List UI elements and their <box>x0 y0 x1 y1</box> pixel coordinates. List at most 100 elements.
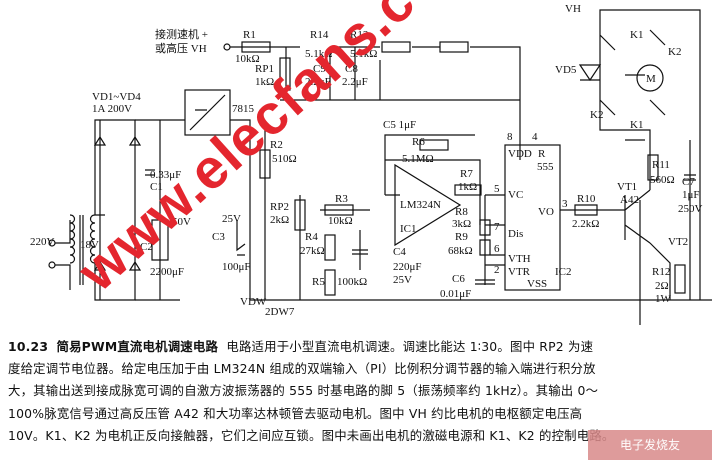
input-label-2: 或高压 VH <box>155 41 207 55</box>
c7-value: 1μF <box>682 189 700 201</box>
dis-pin: Dis <box>508 228 523 240</box>
vdw-value: 2DW7 <box>265 306 295 318</box>
c2-label: C2 <box>140 241 153 253</box>
vt1-value: A42 <box>620 194 639 206</box>
caption: 10.23 简易PWM直流电机调速电路 电路适用于小型直流电机调速。调速比能达 … <box>8 336 708 447</box>
vtr-pin: VTR <box>508 266 531 278</box>
r10-value: 2.2kΩ <box>572 218 599 230</box>
c5-label: C5 1μF <box>383 119 416 131</box>
r1-label: R1 <box>243 29 256 41</box>
c4-value: 220μF <box>393 261 422 273</box>
ic2-label: IC2 <box>555 266 572 278</box>
ac-input-label: 220V <box>30 236 55 248</box>
opamp-label: LM324N <box>400 199 441 211</box>
reset-pin: R <box>538 148 546 160</box>
secondary-voltage-label: 18V <box>80 239 99 251</box>
r14-label: R14 <box>310 29 329 41</box>
circuit-schematic: VH K1 K2 VD5 M K2 K1 接测速机 + 或高压 VH R1 10… <box>30 3 712 325</box>
c6-value: 0.01μF <box>440 288 471 300</box>
r13-value: 5.1kΩ <box>350 48 377 60</box>
c3-voltage: 25V <box>222 213 241 225</box>
vd14-label: VD1~VD4 <box>92 91 141 103</box>
k2-label-2: K2 <box>590 109 603 121</box>
ic555-label: 555 <box>537 161 554 173</box>
vt1-label: VT1 <box>617 181 637 193</box>
r4-value: 27kΩ <box>300 245 325 257</box>
component-labels: VH K1 K2 VD5 M K2 K1 接测速机 + 或高压 VH R1 10… <box>30 3 703 318</box>
vd14-value: 1A 200V <box>92 103 132 115</box>
r9-label: R9 <box>455 231 468 243</box>
k2-label: K2 <box>668 46 681 58</box>
regulator-label: 7815 <box>232 103 255 115</box>
c3-value: 100μF <box>222 261 251 273</box>
r2-label: R2 <box>270 139 283 151</box>
r1-value: 10kΩ <box>235 53 260 65</box>
caption-text: 度给定调节电位器。给定电压加于由 LM324N 组成的双端输入（PI）比例积分调… <box>8 361 596 377</box>
c8-value: 2.2μF <box>342 76 368 88</box>
caption-number: 10.23 <box>8 339 49 354</box>
pin-4: 4 <box>532 131 538 143</box>
c4-voltage: 25V <box>393 274 412 286</box>
vdw-label: VDW <box>240 296 267 308</box>
c4-label: C4 <box>393 246 406 258</box>
r11-value: 560Ω <box>650 174 675 186</box>
r12-label: R12 <box>652 266 670 278</box>
r10-label: R10 <box>577 193 596 205</box>
r5-value: 100kΩ <box>337 276 367 288</box>
k1-label: K1 <box>630 29 643 41</box>
vss-pin: VSS <box>527 278 547 290</box>
r8-label: R8 <box>455 206 468 218</box>
rp2-label: RP2 <box>270 201 289 213</box>
c1-label: C1 <box>150 181 163 193</box>
op-amp-lm324n <box>394 163 462 247</box>
input-network <box>230 46 521 160</box>
pin-2: 2 <box>494 264 500 276</box>
caption-text: 100%脉宽信号通过高反压管 A42 和大功率达林顿管去驱动电机。图中 VH 约… <box>8 405 583 421</box>
vth-pin: VTH <box>508 253 531 265</box>
site-logo: 电子发烧友 <box>588 430 712 460</box>
r8-value: 3kΩ <box>452 218 471 230</box>
c7-voltage: 250V <box>678 203 703 215</box>
pin-6: 6 <box>494 243 500 255</box>
pin-7: 7 <box>494 221 500 233</box>
rp1-value: 1kΩ <box>255 76 274 88</box>
r6-value: 5.1MΩ <box>402 153 434 165</box>
r13-label: R13 <box>350 29 369 41</box>
ic-555 <box>504 144 561 291</box>
r12-power: 1W <box>655 293 672 305</box>
vd5-label: VD5 <box>555 64 577 76</box>
r9-value: 68kΩ <box>448 245 473 257</box>
power-supply <box>48 89 251 301</box>
c2-value: 2200μF <box>150 266 184 278</box>
r4-label: R4 <box>305 231 318 243</box>
input-label-1: 接测速机 + <box>155 27 208 41</box>
r7-label: R7 <box>460 168 473 180</box>
r5-label: R5 <box>312 276 325 288</box>
r3-value: 10kΩ <box>328 215 353 227</box>
regulator-network <box>250 130 712 301</box>
rp2-value: 2kΩ <box>270 214 289 226</box>
r12-value: 2Ω <box>655 280 669 292</box>
pin-3: 3 <box>562 198 568 210</box>
r14-value: 5.1kΩ <box>305 48 332 60</box>
caption-text: 大，其输出送到接成脉宽可调的自激方波振荡器的 555 时基电路的脚 5（振荡频率… <box>8 383 599 399</box>
r11-label: R11 <box>652 159 670 171</box>
caption-text: 10V。K1、K2 为电机正反向接触器，它们之间应互锁。图中未画出电机的激磁电源… <box>8 427 615 443</box>
r6-label: R6 <box>412 136 425 148</box>
vt2-label: VT2 <box>668 236 688 248</box>
vc-pin: VC <box>508 189 523 201</box>
c3-label: C3 <box>212 231 225 243</box>
pin-8: 8 <box>507 131 513 143</box>
caption-line-1: 10.23 简易PWM直流电机调速电路 电路适用于小型直流电机调速。调速比能达 … <box>8 336 708 358</box>
c2-voltage: 50V <box>172 216 191 228</box>
c1-value: 0.33μF <box>150 169 181 181</box>
r3-label: R3 <box>335 193 348 205</box>
caption-title: 简易PWM直流电机调速电路 <box>56 339 219 354</box>
c9-label: C9 <box>313 63 326 75</box>
caption-text: 电路适用于小型直流电机调速。调速比能达 1∶30。图中 RP2 为速 <box>226 339 594 354</box>
ic1-label: IC1 <box>400 223 417 235</box>
c6-label: C6 <box>452 273 465 285</box>
c9-value: 2.2μF <box>305 76 331 88</box>
pin-5: 5 <box>494 183 500 195</box>
